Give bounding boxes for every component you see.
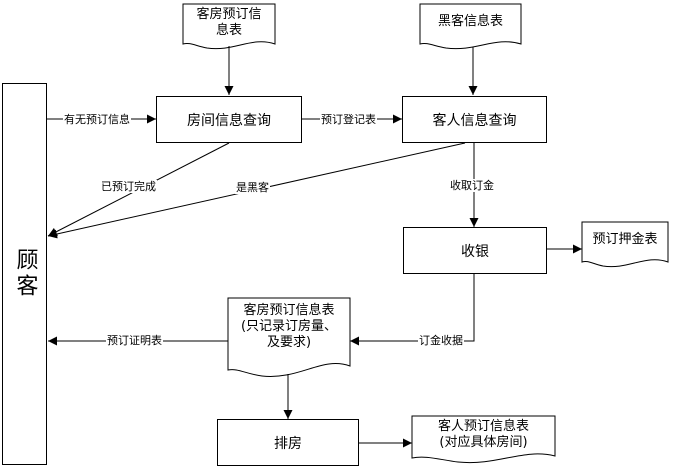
edge-cashier-to-reservation-note	[350, 274, 475, 346]
customer-entity: 顾客	[2, 83, 47, 465]
customer-label: 顾客	[12, 248, 38, 300]
edge-label-reservation-proof: 预订证明表	[106, 334, 163, 347]
doc-shape-reservation-note	[227, 297, 351, 377]
doc-guest-reservation-line2: (对应具体房间)	[439, 435, 528, 450]
doc-guest-reservation-line1: 客人预订信息表	[437, 419, 529, 434]
edge-label-reservation-done: 已预订完成	[100, 180, 157, 193]
doc-room-reservation-table: 客房预订信 息表	[183, 4, 275, 42]
process-cashier: 收银	[403, 227, 547, 274]
process-room-query-label: 房间信息查询	[187, 112, 271, 129]
doc-deposit-table: 预订押金表	[582, 222, 668, 258]
process-cashier-label: 收银	[461, 243, 489, 260]
process-guest-query-label: 客人信息查询	[432, 112, 517, 129]
process-room-assign-label: 排房	[274, 435, 302, 452]
doc-reservation-note-line3: 及要求)	[266, 335, 312, 350]
doc-shape-room-reservation	[182, 3, 276, 50]
edge-label-has-reservation-info: 有无预订信息	[63, 113, 131, 126]
edge-label-reservation-register: 预订登记表	[320, 113, 377, 126]
edge-label-is-blacklisted: 是黑客	[235, 181, 270, 194]
doc-shape-guest-reservation	[411, 415, 556, 464]
process-guest-query: 客人信息查询	[402, 96, 547, 143]
doc-blacklist-label: 黑客信息表	[437, 14, 503, 29]
doc-reservation-note-line1: 客房预订信息表	[243, 303, 335, 318]
doc-reservation-note: 客房预订信息表 (只记录订房量、 及要求)	[228, 300, 350, 354]
doc-shape-blacklist	[419, 3, 522, 50]
edge-label-collect-deposit: 收取订金	[449, 179, 495, 192]
process-room-assign: 排房	[217, 419, 359, 466]
doc-deposit-label: 预订押金表	[592, 232, 658, 247]
doc-blacklist-table: 黑客信息表	[420, 4, 521, 40]
doc-reservation-note-line2: (只记录订房量、	[240, 319, 338, 334]
edge-label-deposit-receipt: 订金收据	[418, 334, 464, 347]
doc-shape-deposit	[581, 221, 669, 268]
doc-guest-reservation: 客人预订信息表 (对应具体房间)	[412, 416, 555, 454]
doc-room-reservation-line1: 客房预订信	[196, 7, 262, 22]
doc-room-reservation-line2: 息表	[215, 23, 242, 38]
process-room-query: 房间信息查询	[156, 96, 302, 143]
